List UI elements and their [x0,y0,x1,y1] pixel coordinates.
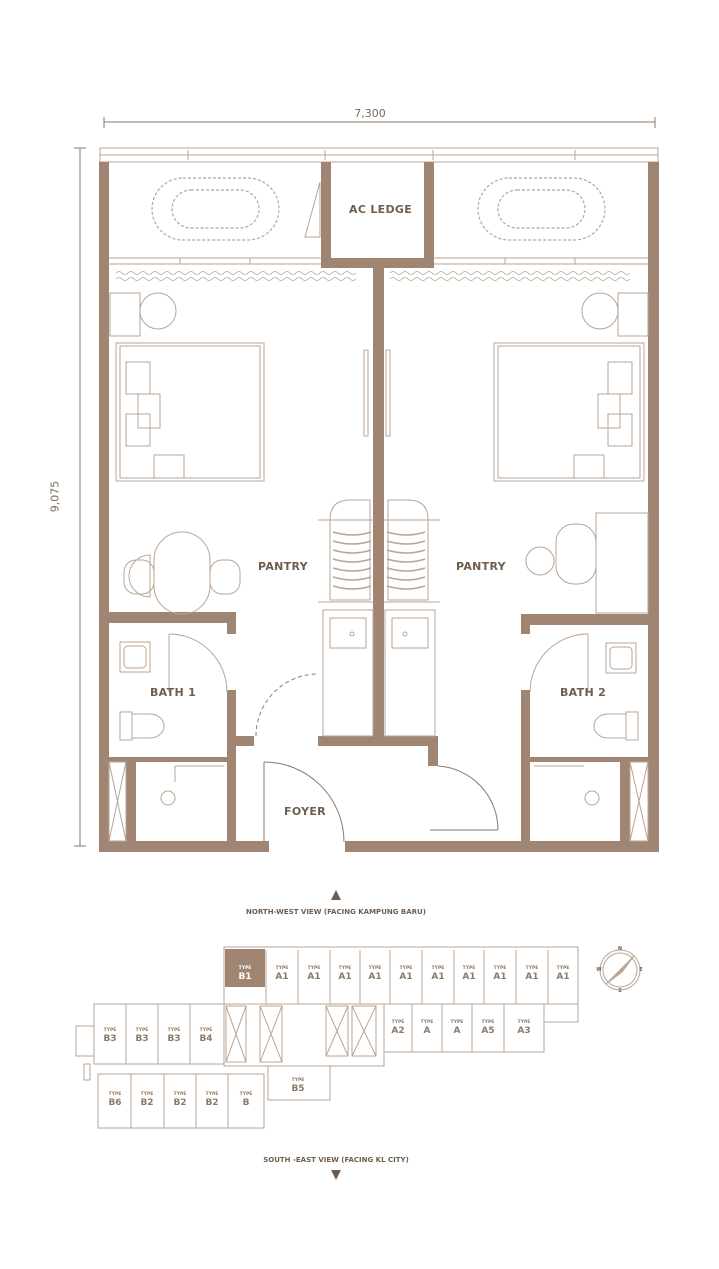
dimension-lines [74,117,656,847]
curtains [115,271,631,281]
compass-e: E [639,967,643,973]
south-view-label: SOUTH -EAST VIEW (FACING KL CITY) [263,1156,409,1164]
north-arrow-icon [331,890,341,900]
balcony-rail [99,147,659,163]
north-view-label: NORTH-WEST VIEW (FACING KAMPUNG BARU) [246,908,426,916]
wardrobes [318,349,440,737]
pantry-right-label: PANTRY [456,560,506,573]
compass-w: W [596,967,602,973]
depth-dimension: 9,075 [48,480,62,513]
width-dimension: 7,300 [354,107,386,120]
left-bedroom-furniture [109,292,265,615]
foyer-label: FOYER [284,805,326,818]
compass-s: S [618,988,622,994]
bath-2-label: BATH 2 [560,686,607,699]
south-arrow-icon [331,1170,341,1180]
ac-unit [304,181,321,238]
compass-n: N [617,946,623,952]
bath-1-label: BATH 1 [150,686,197,699]
bath-fixtures [108,633,649,842]
bathtubs [151,177,606,241]
selected-unit-highlight [225,949,265,987]
windows [109,257,648,265]
pantry-left-label: PANTRY [258,560,308,573]
right-bedroom-furniture [493,292,649,614]
walls [99,162,659,852]
compass-icon [599,949,641,991]
key-plan [75,946,579,1129]
doors [255,673,499,843]
ac-ledge-label: AC LEDGE [349,203,413,216]
